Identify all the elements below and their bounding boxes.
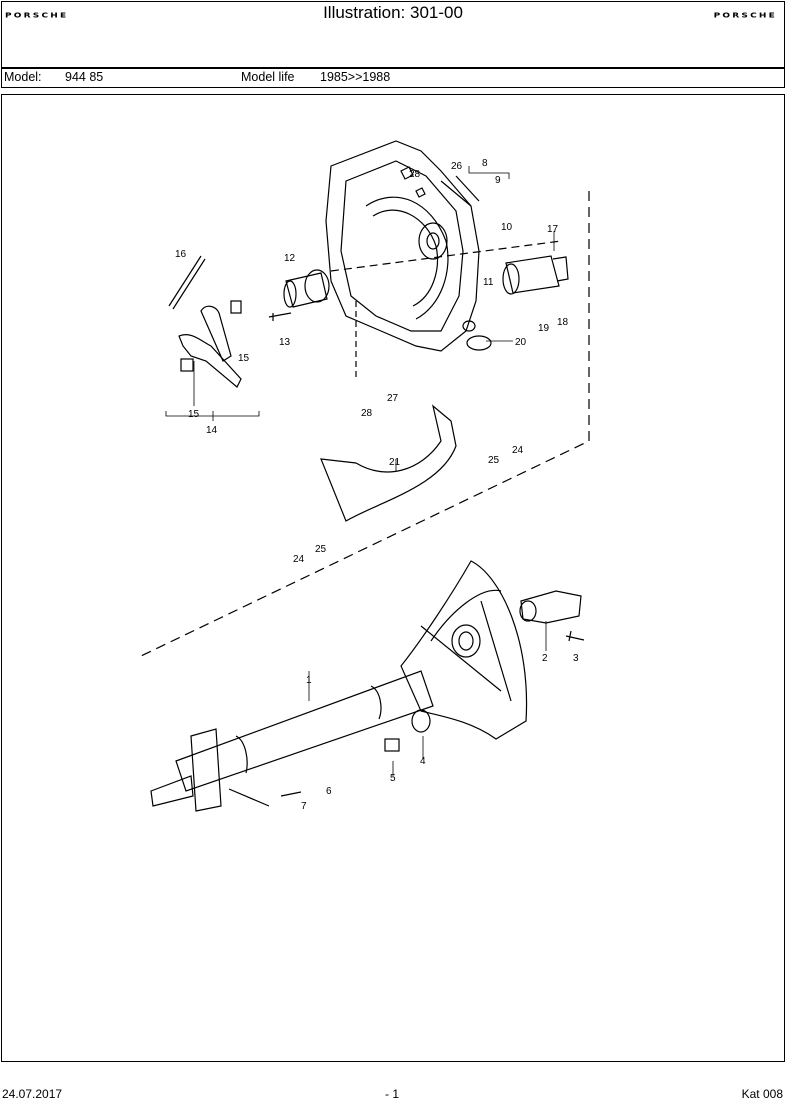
header-box: PORSCHE Illustration: 301-00 PORSCHE bbox=[1, 1, 785, 69]
callout-28b: 28 bbox=[361, 408, 373, 419]
bell-housing bbox=[325, 140, 480, 352]
cover-plate bbox=[320, 404, 457, 522]
slave-cylinder bbox=[502, 255, 569, 295]
callout-11: 11 bbox=[483, 277, 494, 288]
bolt-13 bbox=[268, 312, 292, 321]
callout-15b: 15 bbox=[188, 409, 200, 420]
callout-numbers: 1 2 3 4 5 6 7 8 9 10 11 12 13 14 15 15 1… bbox=[175, 158, 579, 812]
callout-8: 8 bbox=[482, 158, 488, 169]
callout-5: 5 bbox=[390, 773, 396, 784]
callout-1: 1 bbox=[306, 675, 312, 686]
central-tube-assembly bbox=[150, 560, 528, 812]
callout-25a: 25 bbox=[488, 455, 500, 466]
callout-16: 16 bbox=[175, 249, 187, 260]
model-label: Model: bbox=[4, 70, 42, 84]
porsche-logo-left: PORSCHE bbox=[5, 12, 69, 20]
plug-5 bbox=[384, 738, 400, 752]
callout-21: 21 bbox=[389, 457, 401, 468]
leader-lines bbox=[165, 166, 555, 776]
callout-26: 26 bbox=[451, 161, 463, 172]
callout-25b: 25 bbox=[315, 544, 327, 555]
callout-24b: 24 bbox=[293, 554, 305, 565]
exploded-parts-diagram: 1 2 3 4 5 6 7 8 9 10 11 12 13 14 15 15 1… bbox=[140, 140, 590, 812]
model-life-label: Model life bbox=[241, 70, 295, 84]
footer-page-number: - 1 bbox=[385, 1087, 400, 1101]
callout-13: 13 bbox=[279, 337, 291, 348]
callout-10: 10 bbox=[501, 222, 513, 233]
release-fork bbox=[168, 255, 242, 388]
callout-15a: 15 bbox=[238, 353, 250, 364]
callout-19: 19 bbox=[538, 323, 550, 334]
seal-20 bbox=[466, 335, 492, 351]
callout-3: 3 bbox=[573, 653, 579, 664]
footer-date: 24.07.2017 bbox=[2, 1087, 63, 1101]
cap-4 bbox=[411, 709, 431, 733]
callout-9: 9 bbox=[495, 175, 501, 186]
porsche-logo-right: PORSCHE bbox=[713, 12, 777, 20]
callout-2: 2 bbox=[542, 653, 548, 664]
model-bar: Model: 944 85 Model life 1985>>1988 bbox=[1, 67, 785, 88]
callout-17: 17 bbox=[547, 224, 559, 235]
bolt-6 bbox=[228, 788, 302, 807]
callout-14: 14 bbox=[206, 425, 218, 436]
model-life-value: 1985>>1988 bbox=[320, 70, 391, 84]
callout-24a: 24 bbox=[512, 445, 524, 456]
footer-catalog: Kat 008 bbox=[741, 1087, 783, 1101]
callout-12: 12 bbox=[284, 253, 296, 264]
guide-sleeve bbox=[283, 269, 330, 308]
part-2-bracket bbox=[519, 590, 585, 642]
callout-4: 4 bbox=[420, 756, 426, 767]
illustration-frame: 1 2 3 4 5 6 7 8 9 10 11 12 13 14 15 15 1… bbox=[1, 94, 785, 1062]
illustration-title: Illustration: 301-00 bbox=[323, 3, 463, 22]
assembly-line bbox=[140, 191, 590, 657]
callout-20: 20 bbox=[515, 337, 527, 348]
callout-7: 7 bbox=[301, 801, 307, 812]
callout-6: 6 bbox=[326, 786, 332, 797]
callout-27: 27 bbox=[387, 393, 399, 404]
callout-28a: 28 bbox=[409, 169, 421, 180]
model-value: 944 85 bbox=[65, 70, 104, 84]
callout-18: 18 bbox=[557, 317, 569, 328]
